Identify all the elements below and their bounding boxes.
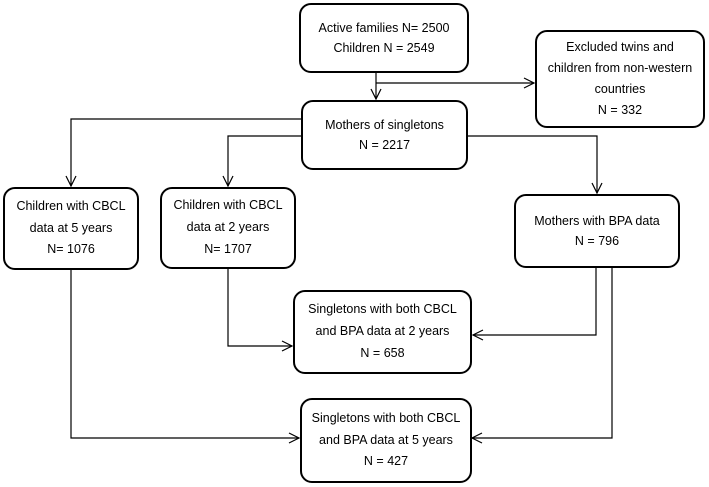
excluded-line-4: N = 332 <box>597 103 643 118</box>
arrow-bpa-to-both5 <box>470 268 613 444</box>
singletons-5-years-line-1: Singletons with both CBCL <box>311 410 461 425</box>
singletons-5-years-box: Singletons with both CBCL and BPA data a… <box>300 398 472 483</box>
mothers-bpa-box: Mothers with BPA data N = 796 <box>514 194 680 268</box>
arrow-bpa-to-both2 <box>471 268 597 341</box>
singletons-2-years-line-2: and BPA data at 2 years <box>315 324 450 339</box>
mothers-bpa-line-2: N = 796 <box>574 234 620 248</box>
mothers-singletons-box: Mothers of singletons N = 2217 <box>301 100 468 170</box>
arrow-mothers-to-cbcl2 <box>222 135 301 188</box>
mothers-singletons-line-1: Mothers of singletons <box>325 118 444 132</box>
cbcl-5-years-line-1: Children with CBCL <box>16 198 126 213</box>
arrow-mothers-to-cbcl5 <box>65 118 301 188</box>
excluded-line-1: Excluded twins and <box>566 39 674 54</box>
arrow-mothers-to-bpa <box>468 135 603 195</box>
excluded-line-2: children from non-western <box>547 60 693 75</box>
cbcl-5-years-line-3: N= 1076 <box>47 242 95 257</box>
singletons-5-years-line-2: and BPA data at 5 years <box>319 432 453 447</box>
excluded-box: Excluded twins and children from non-wes… <box>535 30 705 128</box>
active-families-box: Active families N= 2500 Children N = 254… <box>299 3 469 73</box>
cbcl-2-years-line-2: data at 2 years <box>186 220 270 235</box>
singletons-5-years-line-3: N = 427 <box>363 454 409 469</box>
singletons-2-years-line-3: N = 658 <box>360 345 405 360</box>
active-families-line-1: Active families N= 2500 <box>318 21 450 35</box>
mothers-bpa-line-1: Mothers with BPA data <box>534 214 660 228</box>
mothers-singletons-line-2: N = 2217 <box>358 138 411 152</box>
cbcl-5-years-line-2: data at 5 years <box>29 220 113 235</box>
arrow-cbcl2-to-both2 <box>227 268 294 352</box>
active-families-line-2: Children N = 2549 <box>333 41 435 55</box>
singletons-2-years-box: Singletons with both CBCL and BPA data a… <box>293 290 472 374</box>
excluded-line-3: countries <box>594 82 646 96</box>
cbcl-2-years-line-3: N= 1707 <box>204 241 252 256</box>
singletons-2-years-line-1: Singletons with both CBCL <box>308 302 457 317</box>
cbcl-2-years-line-1: Children with CBCL <box>173 198 283 213</box>
arrow-cbcl5-to-both5 <box>70 270 301 444</box>
cbcl-2-years-box: Children with CBCL data at 2 years N= 17… <box>160 187 296 269</box>
cbcl-5-years-box: Children with CBCL data at 5 years N= 10… <box>3 187 139 270</box>
